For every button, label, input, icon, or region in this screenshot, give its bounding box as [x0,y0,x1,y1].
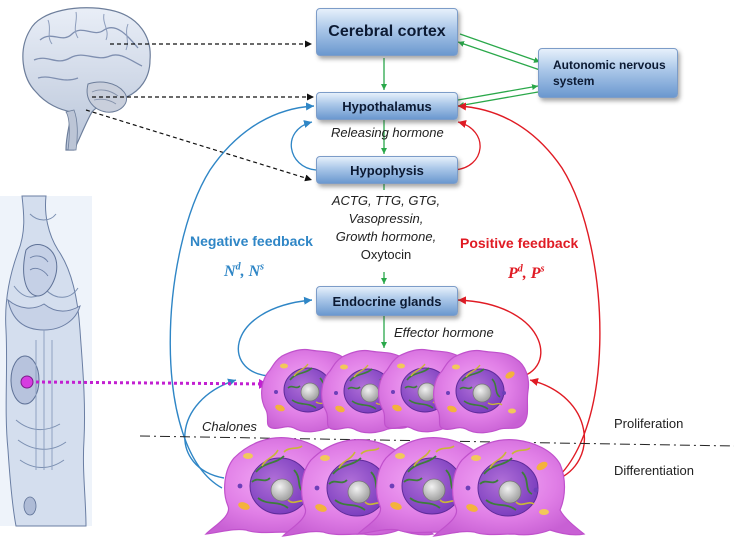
cell-illustration-differentiated [205,436,585,537]
hypophysis-label: Hypophysis [350,162,424,178]
hypothalamus-label: Hypothalamus [342,98,432,114]
chalones-label: Chalones [202,419,257,434]
body-illustration [0,195,92,527]
autonomic-label-line2: system [553,74,595,88]
hormone-line-3: Growth hormone, [335,229,437,244]
effector-hormone-label: Effector hormone [394,325,494,340]
proliferation-label: Proliferation [614,416,684,431]
hypothalamus-box: Hypothalamus [316,92,458,120]
autonomic-label-line1: Autonomic nervous [553,58,666,72]
negative-feedback-symbols: Nd, Ns [224,262,264,281]
autonomic-nervous-system-box: Autonomic nervous system [538,48,678,98]
hormone-line-2: Vasopressin, [348,211,424,226]
releasing-hormone-label: Releasing hormone [331,125,444,140]
hormone-line-4: Oxytocin [360,247,412,262]
brain-illustration [22,7,151,151]
differentiation-label: Differentiation [614,463,694,478]
negative-symbols-text: Nd, Ns [224,262,265,281]
hormones-list: ACTG, TTG, GTG, Vasopressin, Growth horm… [326,192,446,264]
cell-illustration [260,348,530,434]
hypophysis-box: Hypophysis [316,156,458,184]
hormone-line-1: ACTG, TTG, GTG, [331,193,441,208]
cerebral-cortex-box: Cerebral cortex [316,8,458,56]
positive-symbols-text: Pd, Ps [508,264,545,283]
cerebral-cortex-label: Cerebral cortex [328,23,446,40]
endocrine-glands-label: Endocrine glands [332,293,442,309]
negative-feedback-label: Negative feedback [190,233,313,249]
positive-feedback-symbols: Pd, Ps [508,264,544,283]
positive-feedback-label: Positive feedback [460,235,579,251]
endocrine-glands-box: Endocrine glands [316,286,458,316]
